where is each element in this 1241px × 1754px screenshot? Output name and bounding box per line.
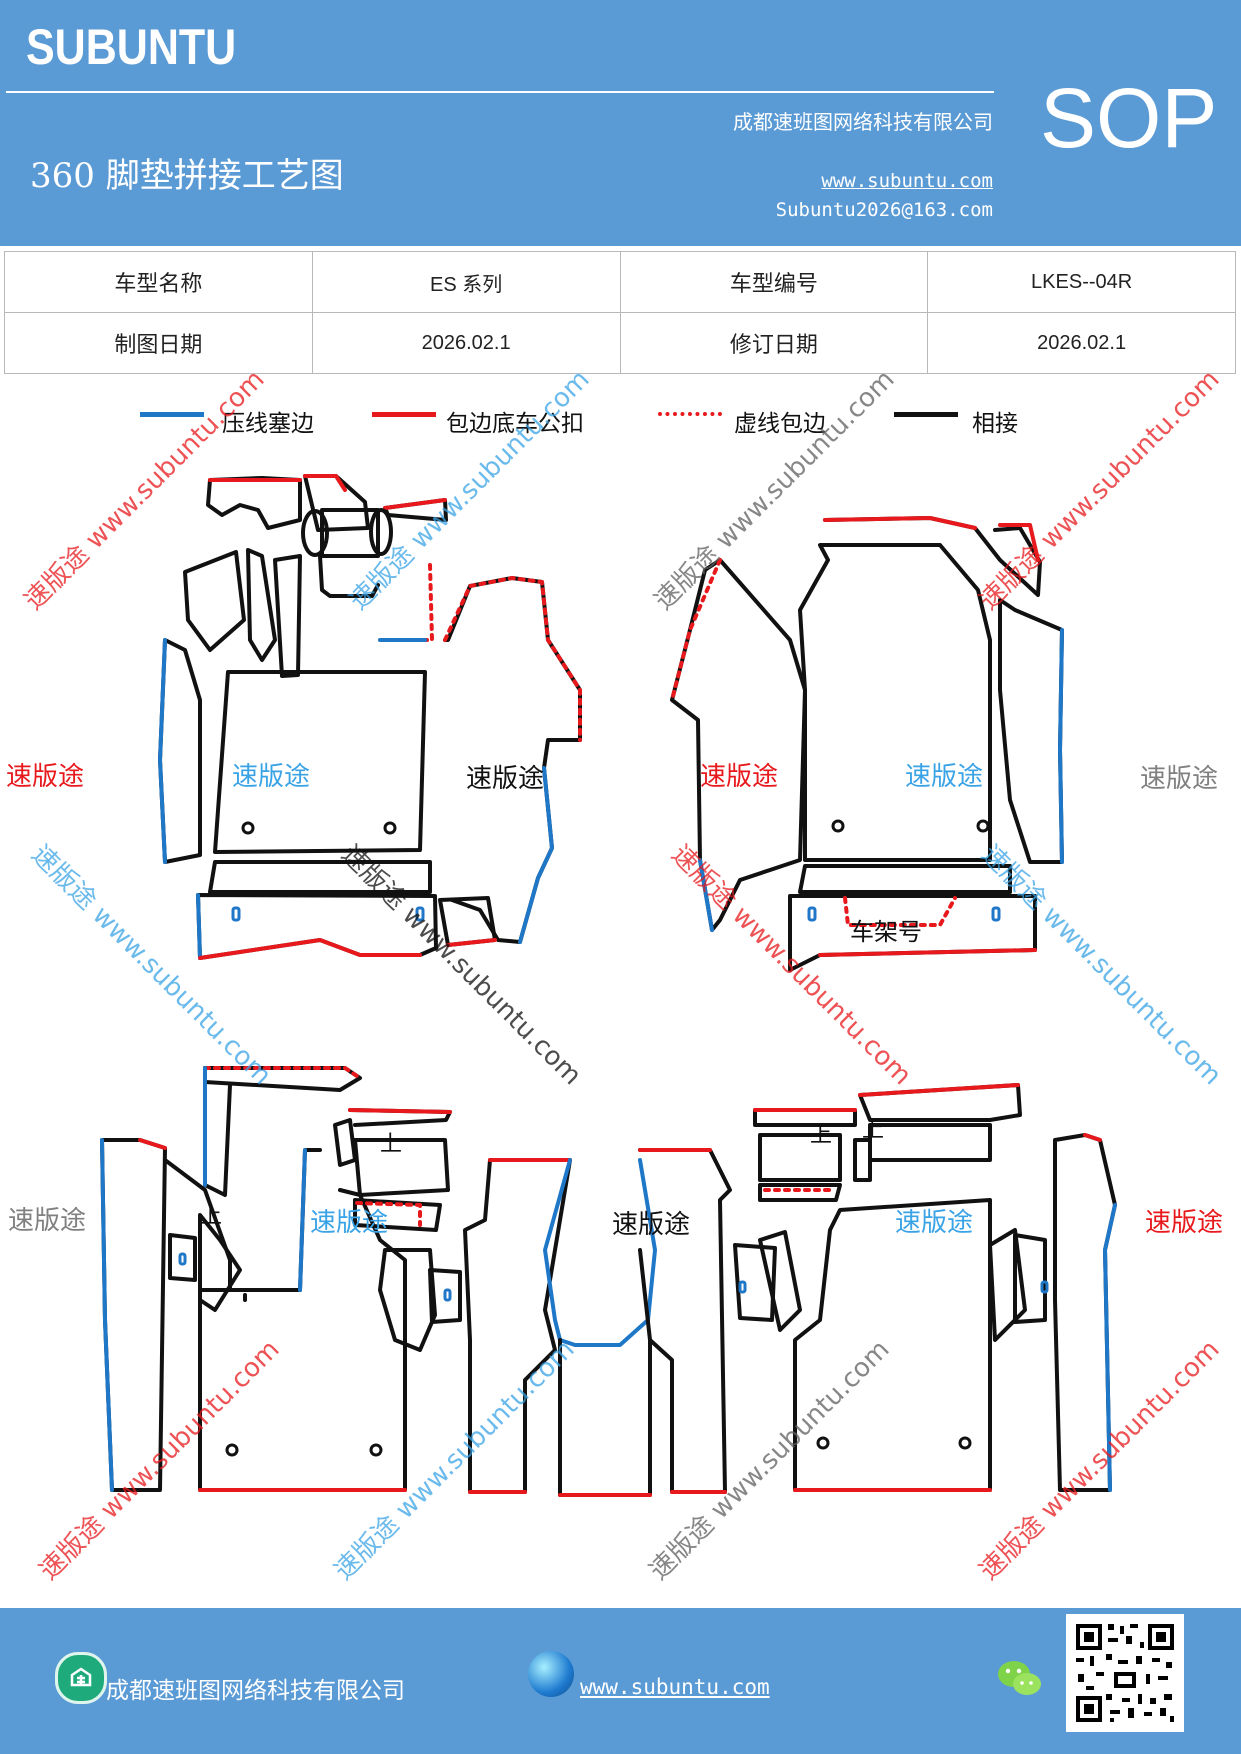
vehicle-name-label: 车型名称 <box>4 251 313 313</box>
info-table: 车型名称 ES 系列 车型编号 LKES--04R 制图日期 2026.02.1… <box>4 251 1236 374</box>
legend-swatch-blue <box>140 412 204 417</box>
draw-date-value: 2026.02.1 <box>311 312 621 374</box>
piece-label: 速版途 <box>8 1206 87 1236</box>
piece-label: 速版途 <box>1140 764 1219 794</box>
piece-label: 速版途 <box>310 1208 389 1238</box>
frame-number-label: 车架号 <box>850 918 922 946</box>
qr-code <box>1066 1614 1184 1732</box>
legend-swatch-black <box>894 412 958 417</box>
piece-label: 速版途 <box>466 764 545 794</box>
legend-label: 相接 <box>972 411 1018 437</box>
footer-website-link[interactable]: www.subuntu.com <box>580 1675 770 1699</box>
draw-date-label: 制图日期 <box>4 312 313 374</box>
table-row: 车型名称 ES 系列 车型编号 LKES--04R <box>4 251 1236 313</box>
header-company: 成都速班图网络科技有限公司 <box>733 110 993 134</box>
piece-label: 速版途 <box>6 762 85 792</box>
vehicle-code-value: LKES--04R <box>927 251 1236 313</box>
wechat-icon[interactable] <box>996 1656 1044 1702</box>
footer-company: 成都速班图网络科技有限公司 <box>106 1678 405 1704</box>
header-website-link[interactable]: www.subuntu.com <box>821 170 993 192</box>
legend-swatch-red-dotted <box>658 412 722 416</box>
piece-label: 速版途 <box>905 762 984 792</box>
piece-label: 速版途 <box>700 762 779 792</box>
mat-rear-center <box>543 1158 657 1497</box>
legend-swatch-red <box>372 412 436 417</box>
mat-rear-right <box>638 1083 1117 1494</box>
legend-label: 虚线包边 <box>734 411 826 437</box>
piece-label: 速版途 <box>895 1208 974 1238</box>
up-mark: 上 <box>380 1132 403 1157</box>
mat-front-right <box>670 516 1064 972</box>
header-divider <box>6 91 994 93</box>
revise-date-value: 2026.02.1 <box>927 312 1236 374</box>
vehicle-name-value: ES 系列 <box>311 251 621 313</box>
legend-label: 包边底车公扣 <box>446 411 584 437</box>
globe-icon <box>528 1651 574 1697</box>
piece-label: 速版途 <box>232 762 311 792</box>
revise-date-label: 修订日期 <box>619 312 929 374</box>
table-row: 制图日期 2026.02.1 修订日期 2026.02.1 <box>4 312 1236 374</box>
header-email: Subuntu2026@163.com <box>775 199 993 221</box>
doc-type-label: SOP <box>1040 71 1218 165</box>
up-mark: 上 <box>200 1204 223 1229</box>
building-icon <box>55 1652 107 1704</box>
up-mark: 上 <box>862 1118 885 1143</box>
mat-rear-left <box>100 1066 572 1494</box>
vehicle-code-label: 车型编号 <box>619 251 929 313</box>
piece-label: 速版途 <box>1145 1208 1224 1238</box>
legend-label: 压线塞边 <box>222 411 314 437</box>
header-bar <box>0 0 1241 246</box>
piece-label: 速版途 <box>612 1210 691 1240</box>
mat-front-left <box>158 474 582 960</box>
up-mark: 上 <box>810 1123 833 1148</box>
brand-logo: SUBUNTU <box>26 19 237 75</box>
page-title: 360 脚垫拼接工艺图 <box>30 156 344 196</box>
